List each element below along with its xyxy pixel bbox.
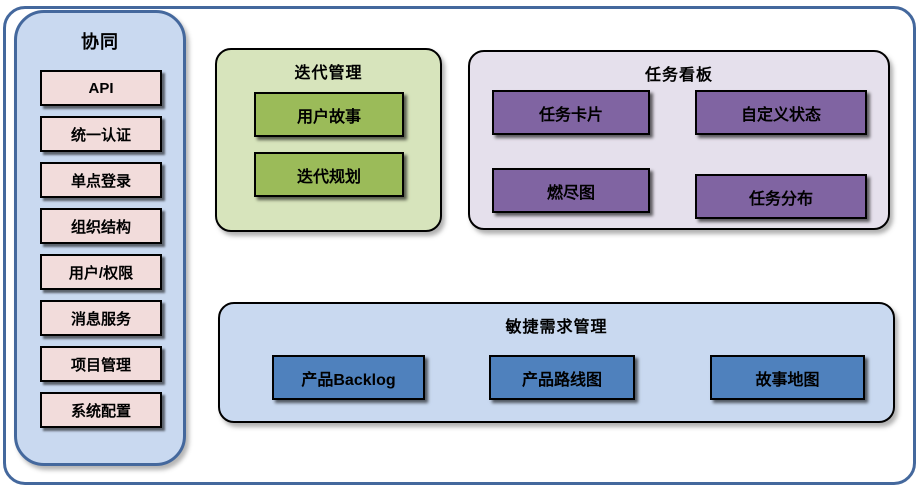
sidebar-collaboration-panel: 协同 API 统一认证 单点登录 组织结构 用户/权限 消息服务 项目管理 系统… [14,10,186,466]
node-task-card: 任务卡片 [492,90,650,135]
group-iteration-title: 迭代管理 [294,65,363,82]
node-iteration-planning: 迭代规划 [254,152,404,197]
node-product-backlog: 产品Backlog [272,355,425,400]
sidebar-item-org-structure: 组织结构 [40,208,162,244]
sidebar-item-sso: 单点登录 [40,162,162,198]
sidebar-item-system-config: 系统配置 [40,392,162,428]
group-agile-requirements: 敏捷需求管理 产品Backlog 产品路线图 故事地图 [218,302,895,423]
node-story-map: 故事地图 [710,355,865,400]
sidebar-item-user-permission: 用户/权限 [40,254,162,290]
sidebar-item-list: API 统一认证 单点登录 组织结构 用户/权限 消息服务 项目管理 系统配置 [40,70,162,428]
node-user-story: 用户故事 [254,92,404,137]
group-kanban-title: 任务看板 [644,67,713,84]
sidebar-item-api: API [40,70,162,106]
node-task-distribution: 任务分布 [695,174,867,219]
sidebar-item-project-management: 项目管理 [40,346,162,382]
sidebar-title: 协同 [81,32,119,52]
group-agile-title: 敏捷需求管理 [505,319,608,336]
node-custom-status: 自定义状态 [695,90,867,135]
sidebar-item-unified-auth: 统一认证 [40,116,162,152]
node-burndown-chart: 燃尽图 [492,168,650,213]
group-iteration-management: 迭代管理 用户故事 迭代规划 [215,48,442,232]
outer-frame-border [3,6,916,485]
node-product-roadmap: 产品路线图 [489,355,635,400]
group-task-kanban: 任务看板 任务卡片 自定义状态 燃尽图 任务分布 [468,50,890,230]
sidebar-item-message-service: 消息服务 [40,300,162,336]
